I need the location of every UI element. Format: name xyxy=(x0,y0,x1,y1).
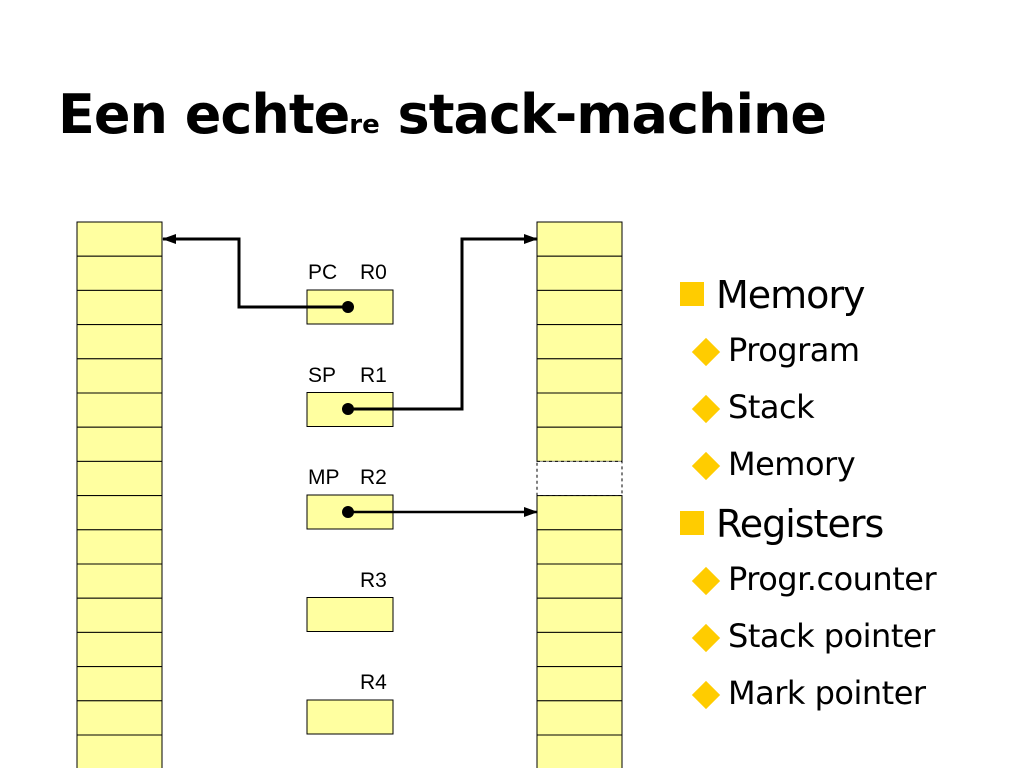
right-memory-cell xyxy=(536,631,623,668)
register-name-label: R2 xyxy=(360,466,387,489)
sub-bullet-item: Program xyxy=(640,322,936,379)
right-memory-cell xyxy=(536,324,623,360)
sub-bullet-label: Memory xyxy=(728,445,856,483)
yellow-square-bullet-icon xyxy=(680,511,704,535)
sp-pointer-arrow xyxy=(348,234,538,411)
right-memory-cell xyxy=(536,426,623,462)
left-memory-cell xyxy=(76,666,163,702)
right-memory-cell xyxy=(536,221,623,257)
left-memory-cell xyxy=(76,700,163,736)
left-memory-cell xyxy=(76,460,163,497)
right-memory-cell xyxy=(536,734,623,768)
sub-bullet-item: Stack pointer xyxy=(640,608,936,665)
left-memory-cell xyxy=(76,221,163,257)
yellow-square-bullet-icon xyxy=(680,282,704,306)
bullet-item: Registers xyxy=(678,499,936,549)
mp-pointer-dot xyxy=(342,506,354,518)
left-memory-cell xyxy=(76,529,163,565)
right-memory-cell xyxy=(536,358,623,394)
yellow-diamond-bullet-icon xyxy=(691,566,721,596)
register-name-label: R0 xyxy=(360,261,387,284)
sp-pointer-dot xyxy=(342,403,354,415)
sub-bullet-label: Progr.counter xyxy=(728,560,937,598)
sub-bullet-item: Memory xyxy=(640,436,936,493)
right-memory-cell-empty xyxy=(536,460,623,497)
pc-pointer-arrow xyxy=(162,234,348,309)
register-name-label: R4 xyxy=(360,671,387,694)
yellow-diamond-bullet-icon xyxy=(691,394,721,424)
yellow-diamond-bullet-icon xyxy=(691,623,721,653)
left-memory-cell xyxy=(76,358,163,394)
right-memory-cell xyxy=(536,563,623,599)
right-memory-cell xyxy=(536,700,623,736)
title-rest: stack-machine xyxy=(379,83,827,146)
sub-bullet-label: Stack pointer xyxy=(728,617,935,655)
right-memory-cell xyxy=(536,495,623,531)
left-memory-cell xyxy=(76,426,163,462)
sub-bullet-item: Progr.counter xyxy=(640,551,937,608)
left-memory-column xyxy=(76,221,163,768)
left-memory-cell xyxy=(76,289,163,326)
title-subscript: re xyxy=(349,110,380,140)
right-memory-cell xyxy=(536,392,623,428)
right-memory-cell xyxy=(536,255,623,291)
left-memory-cell xyxy=(76,631,163,668)
sub-bullet-label: Mark pointer xyxy=(728,674,926,712)
register-alias-label: PC xyxy=(308,261,338,284)
right-memory-cell xyxy=(536,289,623,326)
yellow-diamond-bullet-icon xyxy=(691,680,721,710)
right-memory-column xyxy=(536,221,623,768)
register-name-label: R3 xyxy=(360,568,387,592)
sub-bullet-item: Stack xyxy=(640,379,936,436)
left-memory-cell xyxy=(76,392,163,428)
register-alias-label: SP xyxy=(308,363,337,387)
yellow-diamond-bullet-icon xyxy=(691,337,721,367)
right-memory-cell xyxy=(536,597,623,633)
sub-bullet-label: Program xyxy=(728,331,860,369)
left-memory-cell xyxy=(76,734,163,768)
right-memory-cell xyxy=(536,666,623,702)
left-memory-cell xyxy=(76,495,163,531)
left-memory-cell xyxy=(76,563,163,599)
bullet-item: Memory xyxy=(678,270,936,320)
bullet-label: Memory xyxy=(716,273,866,317)
register-box-r3 xyxy=(306,597,394,632)
left-memory-cell xyxy=(76,255,163,291)
left-memory-cell xyxy=(76,324,163,360)
page-title: Een echtere stack-machine xyxy=(58,82,827,158)
right-memory-cell xyxy=(536,529,623,565)
pc-pointer-dot xyxy=(342,301,354,313)
title-main: Een echte xyxy=(58,83,350,146)
register-name-label: R1 xyxy=(360,363,387,387)
register-alias-label: MP xyxy=(308,466,340,489)
sub-bullet-label: Stack xyxy=(728,388,815,426)
bullet-label: Registers xyxy=(716,502,884,546)
yellow-diamond-bullet-icon xyxy=(691,451,721,481)
left-memory-cell xyxy=(76,597,163,633)
register-box-r4 xyxy=(306,699,394,735)
sub-bullet-item: Mark pointer xyxy=(640,665,936,722)
